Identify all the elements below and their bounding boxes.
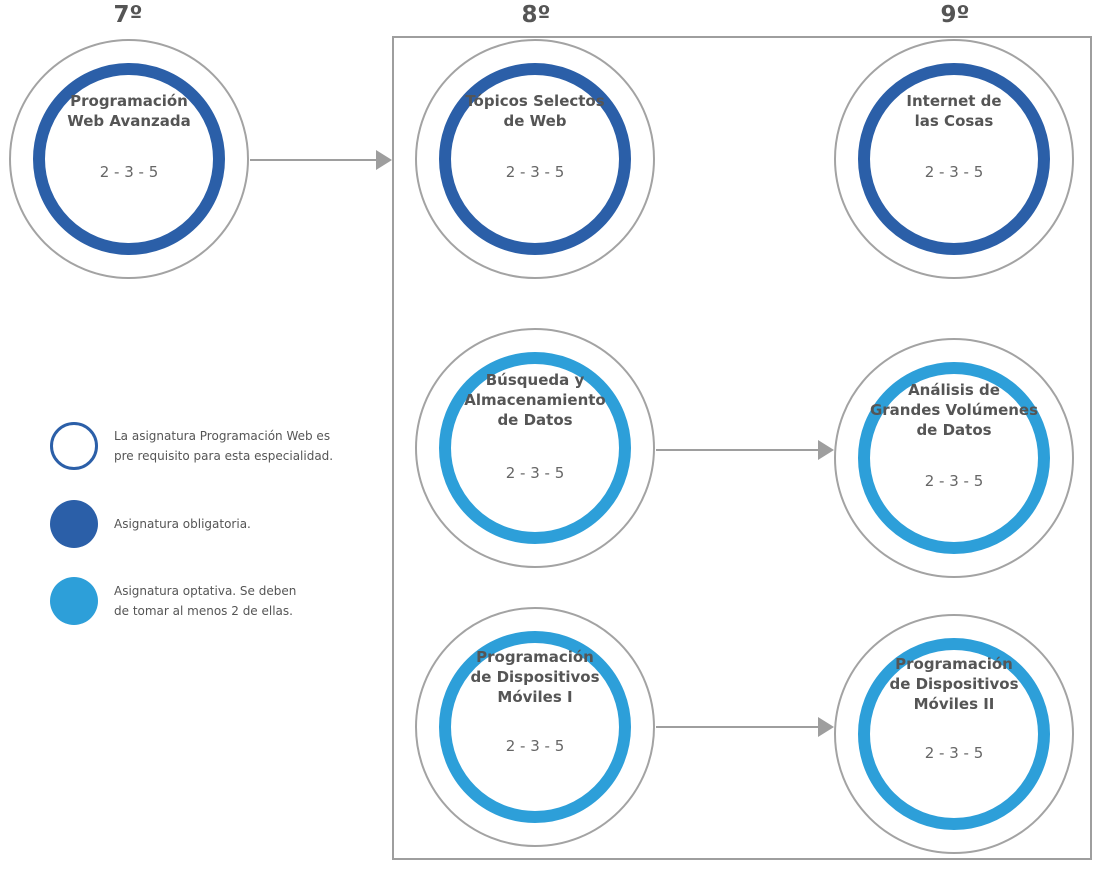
legend-light-circle-icon: [50, 577, 98, 625]
course-title: Tópicos Selectos de Web: [465, 92, 605, 130]
specialty-group-box: [392, 36, 1092, 860]
legend-item-optativa: Asignatura optativa. Se deben de tomar a…: [50, 577, 370, 627]
course-internet-de-las-cosas: Internet de las Cosas 2 - 3 - 5: [834, 39, 1074, 279]
course-credits: 2 - 3 - 5: [505, 737, 565, 755]
arrow-line: [656, 449, 818, 451]
course-ring-optativa: [439, 631, 631, 823]
semester-label-8: 8º: [521, 2, 551, 28]
course-title: Programación de Dispositivos Móviles I: [470, 648, 600, 706]
course-title: Programación Web Avanzada: [67, 92, 191, 130]
arrow-head-icon: [818, 717, 834, 737]
arrow-web-avanzada-to-topicos: [250, 150, 392, 170]
legend-text: Asignatura obligatoria.: [114, 517, 251, 531]
legend-item-obligatoria: Asignatura obligatoria.: [50, 500, 370, 550]
course-credits: 2 - 3 - 5: [924, 472, 984, 490]
course-programacion-web-avanzada: Programación Web Avanzada 2 - 3 - 5: [9, 39, 249, 279]
legend-text: La asignatura Programación Web es pre re…: [114, 429, 334, 463]
arrow-head-icon: [376, 150, 392, 170]
course-ring-obligatoria: [439, 63, 631, 255]
semester-label-9: 9º: [940, 2, 970, 28]
course-credits: 2 - 3 - 5: [505, 464, 565, 482]
arrow-moviles-i-to-moviles-ii: [656, 717, 834, 737]
course-title: Programación de Dispositivos Móviles II: [889, 655, 1019, 713]
course-programacion-de-dispositivos-moviles-ii: Programación de Dispositivos Móviles II …: [834, 614, 1074, 854]
course-analisis-de-grandes-volumenes-de-datos: Análisis de Grandes Volúmenes de Datos 2…: [834, 338, 1074, 578]
course-programacion-de-dispositivos-moviles-i: Programación de Dispositivos Móviles I 2…: [415, 607, 655, 847]
course-title: Análisis de Grandes Volúmenes de Datos: [869, 381, 1039, 439]
legend-item-prerequisite: La asignatura Programación Web es pre re…: [50, 422, 370, 472]
arrow-line: [656, 726, 818, 728]
course-title: Internet de las Cosas: [906, 92, 1002, 130]
course-credits: 2 - 3 - 5: [924, 744, 984, 762]
course-credits: 2 - 3 - 5: [505, 163, 565, 181]
arrow-head-icon: [818, 440, 834, 460]
legend-outline-circle-icon: [50, 422, 98, 470]
legend-dark-circle-icon: [50, 500, 98, 548]
arrow-busqueda-to-analisis: [656, 440, 834, 460]
course-busqueda-y-almacenamiento-de-datos: Búsqueda y Almacenamiento de Datos 2 - 3…: [415, 328, 655, 568]
semester-label-7: 7º: [113, 2, 143, 28]
course-credits: 2 - 3 - 5: [924, 163, 984, 181]
legend-text: Asignatura optativa. Se deben de tomar a…: [114, 584, 297, 618]
arrow-line: [250, 159, 376, 161]
course-credits: 2 - 3 - 5: [99, 163, 159, 181]
course-title: Búsqueda y Almacenamiento de Datos: [464, 371, 606, 429]
course-topicos-selectos-de-web: Tópicos Selectos de Web 2 - 3 - 5: [415, 39, 655, 279]
